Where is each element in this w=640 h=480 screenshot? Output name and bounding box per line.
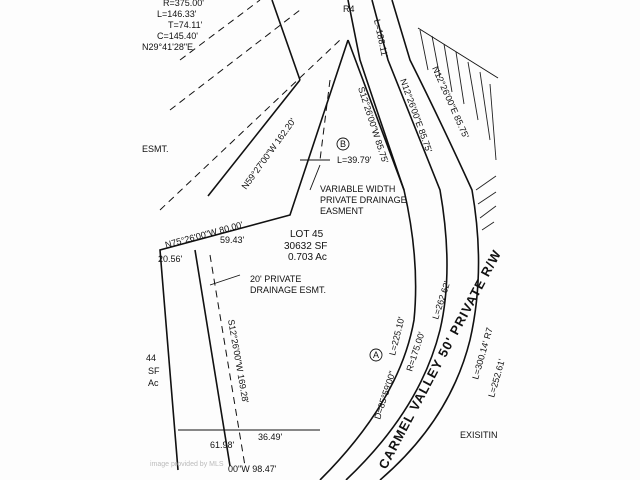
label-l26262: L=262.62' [430, 280, 452, 321]
leader-private [209, 274, 241, 286]
label-n12-left: N12°26'00"E 85.75' [398, 77, 434, 154]
label-d6198: 61.98' [210, 440, 235, 450]
label-exist: EXISITIN [460, 430, 498, 440]
lot-title: LOT 45 [290, 229, 324, 240]
label-l25261: L=252.61' [486, 358, 507, 399]
marker-a-circle [369, 348, 383, 362]
label-l22510: L=225.10' [387, 315, 406, 356]
curve-radius: R=375.00' [163, 0, 204, 8]
label-r4: R4 [343, 4, 355, 14]
label-bottom-bearing: 00"W 98.47' [228, 464, 277, 474]
label-n12-right: N12°26'00"E 85.75' [430, 65, 471, 140]
curve-length: L=146.33' [157, 9, 197, 19]
dashed-line-2 [169, 9, 301, 111]
lot-ac: 0.703 Ac [288, 252, 327, 263]
label-d5943: 59.43' [220, 235, 245, 245]
label-left-sf: SF [148, 366, 160, 376]
label-d2056: 20.56' [158, 254, 183, 264]
lot-45-boundary-west [159, 39, 349, 471]
lot-45-boundary-north [347, 39, 405, 191]
dashed-line-3 [159, 39, 341, 211]
parcel-line-diag [207, 79, 301, 197]
label-left-44: 44 [146, 353, 156, 363]
lot-sf: 30632 SF [284, 241, 327, 252]
label-l30014: L=300.14' R7 [470, 326, 494, 380]
road-edge-middle [345, 0, 448, 480]
road-edge-east [379, 0, 480, 480]
marker-b: B [340, 139, 346, 149]
hatch-boundary [417, 27, 499, 79]
label-r175: R=175.00' [404, 330, 426, 372]
label-esmt-left: ESMT. [142, 144, 169, 154]
label-s12-lower: S12°26'00"W 169.28' [226, 319, 251, 405]
label-n59: N59°27'00"W 162.20' [240, 116, 298, 191]
label-delta: D=85°59'00" [372, 370, 397, 421]
parcel-line-top [271, 0, 301, 81]
label-d3649: 36.49' [258, 432, 283, 442]
marker-a: A [373, 350, 379, 360]
curve-tangent: T=74.11' [168, 20, 203, 30]
curve-bearing: N29°41'28"E [142, 42, 193, 52]
curve-chord: C=145.40' [157, 31, 198, 41]
label-l188: L=188.11' [372, 18, 390, 58]
variable-esmt-line [319, 79, 331, 161]
label-private-2: DRAINAGE ESMT. [250, 285, 326, 295]
label-left-ac: Ac [148, 378, 159, 388]
leader-variable [309, 164, 321, 191]
label-variable-1: VARIABLE WIDTH [320, 184, 395, 194]
label-l3979: L=39.79' [337, 155, 372, 165]
road-edge-west [319, 0, 417, 480]
hatch-area [419, 29, 497, 231]
label-variable-3: EASMENT [320, 206, 364, 216]
marker-b-circle [336, 137, 350, 151]
label-variable-2: PRIVATE DRAINAGE [320, 195, 407, 205]
label-private-1: 20' PRIVATE [250, 274, 301, 284]
watermark: image provided by MLS [150, 461, 224, 468]
dashed-line-1 [179, 0, 261, 61]
lot-45-boundary-south [194, 249, 231, 467]
